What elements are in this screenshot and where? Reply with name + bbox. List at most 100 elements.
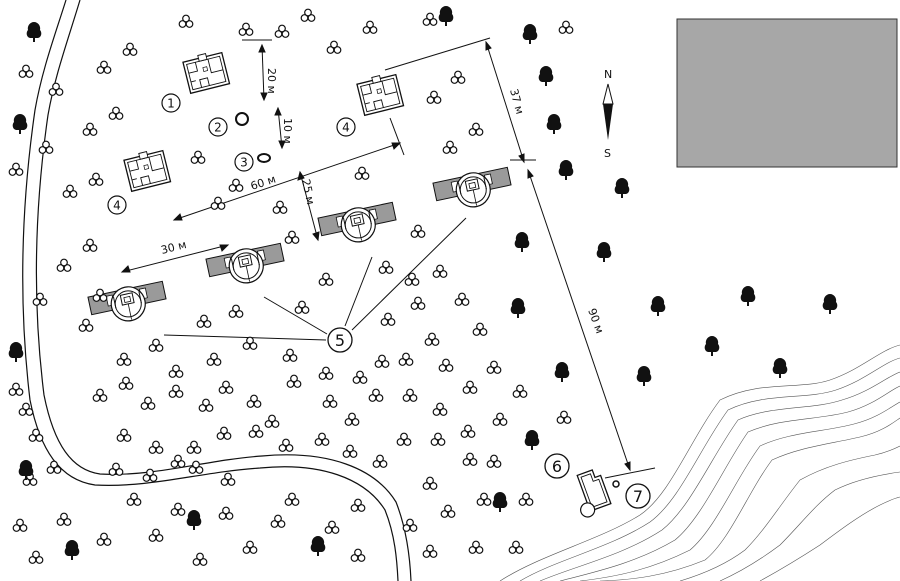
bush-icon xyxy=(62,184,78,198)
bush-icon xyxy=(92,388,108,402)
bush-icon xyxy=(422,476,438,490)
conifer-tree-icon xyxy=(26,22,42,42)
bush-icon xyxy=(558,20,574,34)
bush-icon xyxy=(216,426,232,440)
bush-icon xyxy=(438,358,454,372)
bush-icon xyxy=(196,314,212,328)
callout-4-left: 4 xyxy=(107,195,127,215)
conifer-tree-icon xyxy=(538,66,554,86)
svg-text:2: 2 xyxy=(214,121,222,135)
callout-6: 6 xyxy=(544,453,570,479)
bush-icon xyxy=(96,60,112,74)
bush-icon xyxy=(440,504,456,518)
dimension-20m: 20 м xyxy=(265,68,278,94)
road xyxy=(22,0,412,581)
conifer-tree-icon xyxy=(510,298,526,318)
bush-icon xyxy=(116,428,132,442)
bush-icon xyxy=(170,454,186,468)
conifer-tree-icon xyxy=(650,296,666,316)
svg-text:4: 4 xyxy=(342,121,350,135)
bush-icon xyxy=(148,440,164,454)
hill-contours xyxy=(499,344,900,581)
bush-icon xyxy=(140,396,156,410)
object-7-marker xyxy=(612,480,620,488)
conifer-tree-icon xyxy=(772,358,788,378)
bush-icon xyxy=(274,24,290,38)
bush-icon xyxy=(372,454,388,468)
bush-icon xyxy=(318,366,334,380)
conifer-tree-icon xyxy=(524,430,540,450)
compass-south-label: S xyxy=(604,147,611,160)
conifer-tree-icon xyxy=(8,342,24,362)
bush-icon xyxy=(284,230,300,244)
bush-icon xyxy=(218,380,234,394)
large-building-2 xyxy=(204,240,288,291)
bush-icon xyxy=(556,410,572,424)
bush-icon xyxy=(118,376,134,390)
bush-icon xyxy=(248,424,264,438)
conifer-tree-icon xyxy=(554,362,570,382)
bush-icon xyxy=(454,292,470,306)
bush-icon xyxy=(178,14,194,28)
conifer-tree-icon xyxy=(186,510,202,530)
bush-icon xyxy=(168,364,184,378)
svg-text:4: 4 xyxy=(113,199,121,213)
bush-icon xyxy=(430,432,446,446)
dimension-30m: 30 м xyxy=(160,238,188,257)
bush-icon xyxy=(56,258,72,272)
bush-icon xyxy=(272,200,288,214)
bush-icon xyxy=(508,540,524,554)
bush-icon xyxy=(188,460,204,474)
dimension-lines xyxy=(120,37,656,479)
bush-icon xyxy=(282,348,298,362)
bush-icon xyxy=(318,272,334,286)
bush-icon xyxy=(402,388,418,402)
bush-icon xyxy=(462,380,478,394)
bush-icon xyxy=(210,196,226,210)
conifer-tree-icon xyxy=(614,178,630,198)
bush-icon xyxy=(28,550,44,564)
callout-4-right: 4 xyxy=(336,117,356,137)
leader-lines-5 xyxy=(163,217,467,341)
bush-icon xyxy=(18,64,34,78)
bush-icon xyxy=(410,224,426,238)
dimension-25m: 25 м xyxy=(299,178,317,206)
callout-3: 3 xyxy=(234,152,254,172)
bush-icon xyxy=(324,520,340,534)
bush-icon xyxy=(148,528,164,542)
bush-icon xyxy=(472,322,488,336)
bush-icon xyxy=(402,518,418,532)
bush-icon xyxy=(246,394,262,408)
bush-icon xyxy=(300,8,316,22)
bush-icon xyxy=(82,238,98,252)
bush-icon xyxy=(344,412,360,426)
callout-5: 5 xyxy=(327,327,353,353)
bush-icon xyxy=(396,432,412,446)
conifer-tree-icon xyxy=(438,6,454,26)
bush-icon xyxy=(492,412,508,426)
conifer-tree-icon xyxy=(558,160,574,180)
conifer-tree-icon xyxy=(704,336,720,356)
bush-icon xyxy=(38,140,54,154)
bush-icon xyxy=(198,398,214,412)
bush-icon xyxy=(122,42,138,56)
svg-text:7: 7 xyxy=(633,487,643,506)
bush-icon xyxy=(410,296,426,310)
bush-icon xyxy=(8,382,24,396)
conifer-tree-icon xyxy=(546,114,562,134)
bush-icon xyxy=(398,352,414,366)
bush-icon xyxy=(238,22,254,36)
large-building-4 xyxy=(431,164,515,215)
legend-box xyxy=(676,18,898,168)
bush-icon xyxy=(378,260,394,274)
bush-icon xyxy=(92,288,108,302)
bush-icon xyxy=(270,514,286,528)
bush-icon xyxy=(96,532,112,546)
bush-icon xyxy=(354,166,370,180)
bush-icon xyxy=(486,360,502,374)
large-building-1 xyxy=(86,278,170,329)
svg-text:1: 1 xyxy=(167,97,175,111)
bush-icon xyxy=(322,394,338,408)
bush-icon xyxy=(218,506,234,520)
object-2-ring xyxy=(235,112,249,126)
